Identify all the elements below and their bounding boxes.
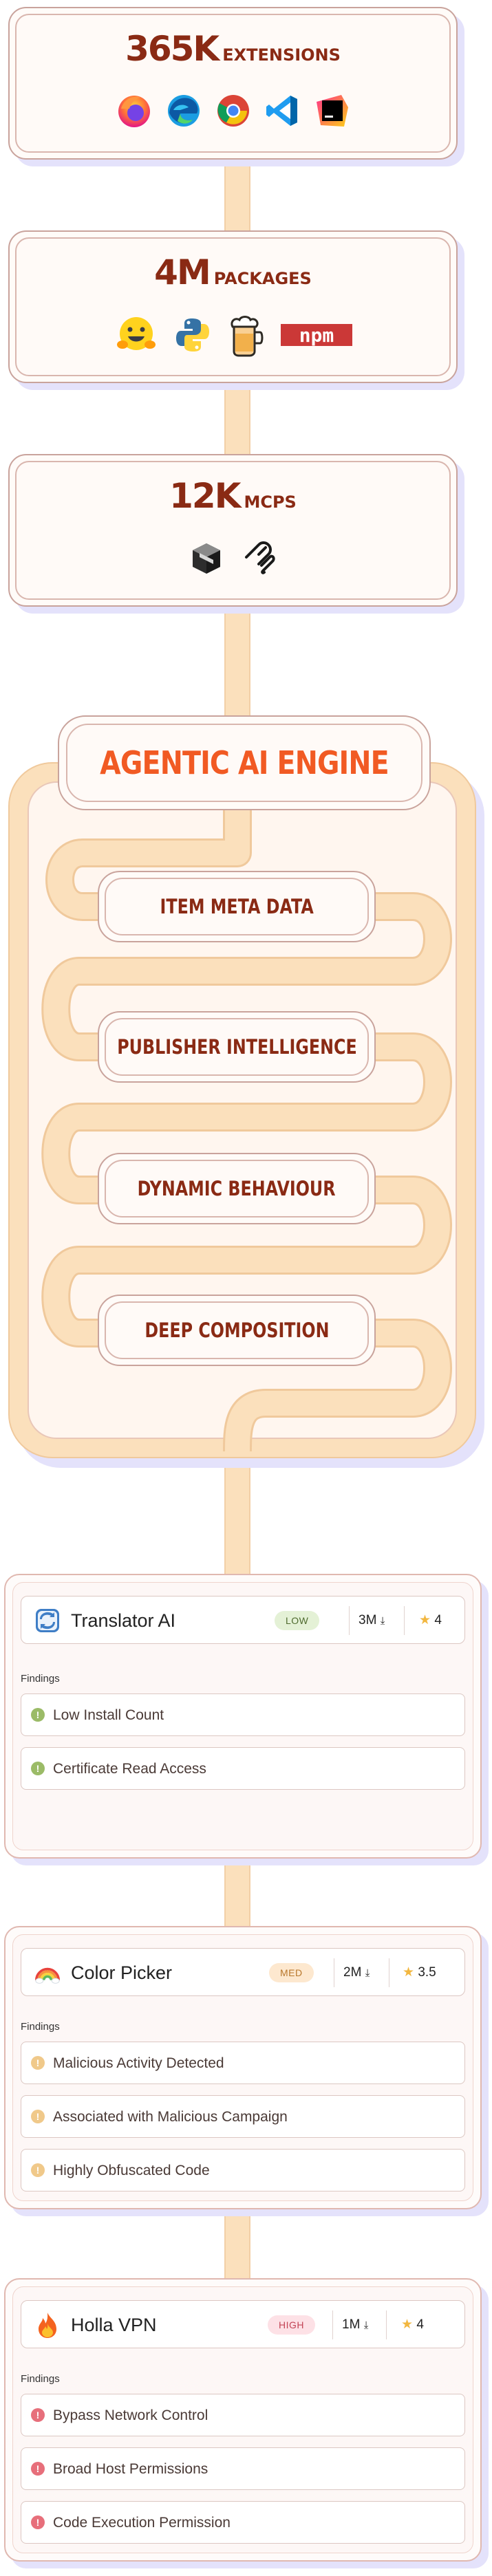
pipe-6	[224, 2208, 250, 2284]
risk-badge: HIGH	[268, 2315, 315, 2335]
extension-header[interactable]: Translator AI LOW 3M ⤓ ★ 4	[21, 1596, 465, 1644]
engine-step-2: PUBLISHER INTELLIGENCE	[98, 1011, 376, 1083]
python-icon	[173, 316, 212, 354]
vscode-icon	[264, 92, 301, 129]
download-icon: ⤓	[363, 2319, 369, 2331]
info-icon: !	[31, 2163, 45, 2177]
info-icon: !	[31, 1762, 45, 1775]
install-count: 3M ⤓	[359, 1613, 385, 1627]
extension-panel-translator-ai: Translator AI LOW 3M ⤓ ★ 4 Findings !Low…	[4, 1574, 482, 1859]
rating: ★ 4	[419, 1613, 442, 1627]
pipe-3	[224, 604, 250, 721]
homebrew-icon	[227, 313, 266, 357]
source-count: 12K	[169, 476, 241, 516]
finding-item[interactable]: !Low Install Count	[21, 1693, 465, 1736]
download-icon: ⤓	[380, 1615, 385, 1627]
star-icon: ★	[419, 1613, 431, 1627]
risk-badge: MED	[269, 1963, 314, 1982]
finding-item[interactable]: !Bypass Network Control	[21, 2394, 465, 2436]
findings-label: Findings	[21, 1673, 60, 1685]
finding-item[interactable]: !Malicious Activity Detected	[21, 2042, 465, 2084]
edge-icon	[165, 92, 202, 129]
cube-icon	[189, 541, 224, 576]
star-icon: ★	[401, 2317, 414, 2332]
source-unit: MCPS	[244, 493, 297, 512]
install-count: 2M ⤓	[343, 1965, 370, 1980]
engine-step-4: DEEP COMPOSITION	[98, 1295, 376, 1366]
engine-step-1: ITEM META DATA	[98, 871, 376, 942]
star-icon: ★	[403, 1965, 415, 1980]
engine-title-box: AGENTIC AI ENGINE	[58, 715, 431, 810]
finding-item[interactable]: !Broad Host Permissions	[21, 2447, 465, 2490]
chrome-icon	[215, 92, 252, 129]
fire-icon	[35, 2313, 60, 2338]
info-icon: !	[31, 2408, 45, 2422]
extension-header[interactable]: Holla VPN HIGH 1M ⤓ ★ 4	[21, 2300, 465, 2348]
source-unit: PACKAGES	[213, 269, 312, 288]
extension-panel-color-picker: Color Picker MED 2M ⤓ ★ 3.5 Findings !Ma…	[4, 1926, 482, 2209]
pipe-1	[224, 158, 250, 234]
findings-label: Findings	[21, 2373, 60, 2385]
info-icon: !	[31, 2110, 45, 2123]
pipe-5	[224, 1857, 250, 1933]
extension-header[interactable]: Color Picker MED 2M ⤓ ★ 3.5	[21, 1948, 465, 1996]
install-count: 1M ⤓	[342, 2317, 369, 2332]
jetbrains-icon	[314, 92, 351, 129]
pipe-2	[224, 382, 250, 457]
extension-name: Translator AI	[71, 1610, 176, 1631]
rainbow-icon	[35, 1960, 60, 1985]
info-icon: !	[31, 2056, 45, 2070]
finding-item[interactable]: !Associated with Malicious Campaign	[21, 2095, 465, 2138]
mcp-icon	[242, 541, 278, 576]
huggingface-icon	[114, 314, 158, 356]
npm-logo-text: npm	[299, 324, 334, 347]
engine-step-3: DYNAMIC BEHAVIOUR	[98, 1153, 376, 1224]
npm-icon: npm	[280, 321, 352, 349]
rating: ★ 4	[401, 2317, 424, 2332]
finding-item[interactable]: !Code Execution Permission	[21, 2501, 465, 2544]
finding-item[interactable]: !Certificate Read Access	[21, 1747, 465, 1790]
finding-item[interactable]: !Highly Obfuscated Code	[21, 2149, 465, 2191]
engine-title: AGENTIC AI ENGINE	[100, 744, 389, 781]
source-count: 365K	[125, 29, 220, 69]
download-icon: ⤓	[365, 1967, 370, 1979]
extension-name: Color Picker	[71, 1962, 173, 1983]
rating: ★ 3.5	[403, 1965, 436, 1980]
source-unit: EXTENSIONS	[222, 45, 341, 65]
firefox-icon	[116, 92, 153, 129]
info-icon: !	[31, 1708, 45, 1722]
pipe-4	[224, 1451, 250, 1575]
extension-name: Holla VPN	[71, 2315, 157, 2335]
findings-label: Findings	[21, 2021, 60, 2033]
info-icon: !	[31, 2515, 45, 2529]
translate-icon	[35, 1608, 60, 1633]
extension-panel-holla-vpn: Holla VPN HIGH 1M ⤓ ★ 4 Findings !Bypass…	[4, 2278, 482, 2562]
risk-badge: LOW	[275, 1611, 320, 1630]
info-icon: !	[31, 2462, 45, 2476]
source-count: 4M	[154, 252, 211, 292]
